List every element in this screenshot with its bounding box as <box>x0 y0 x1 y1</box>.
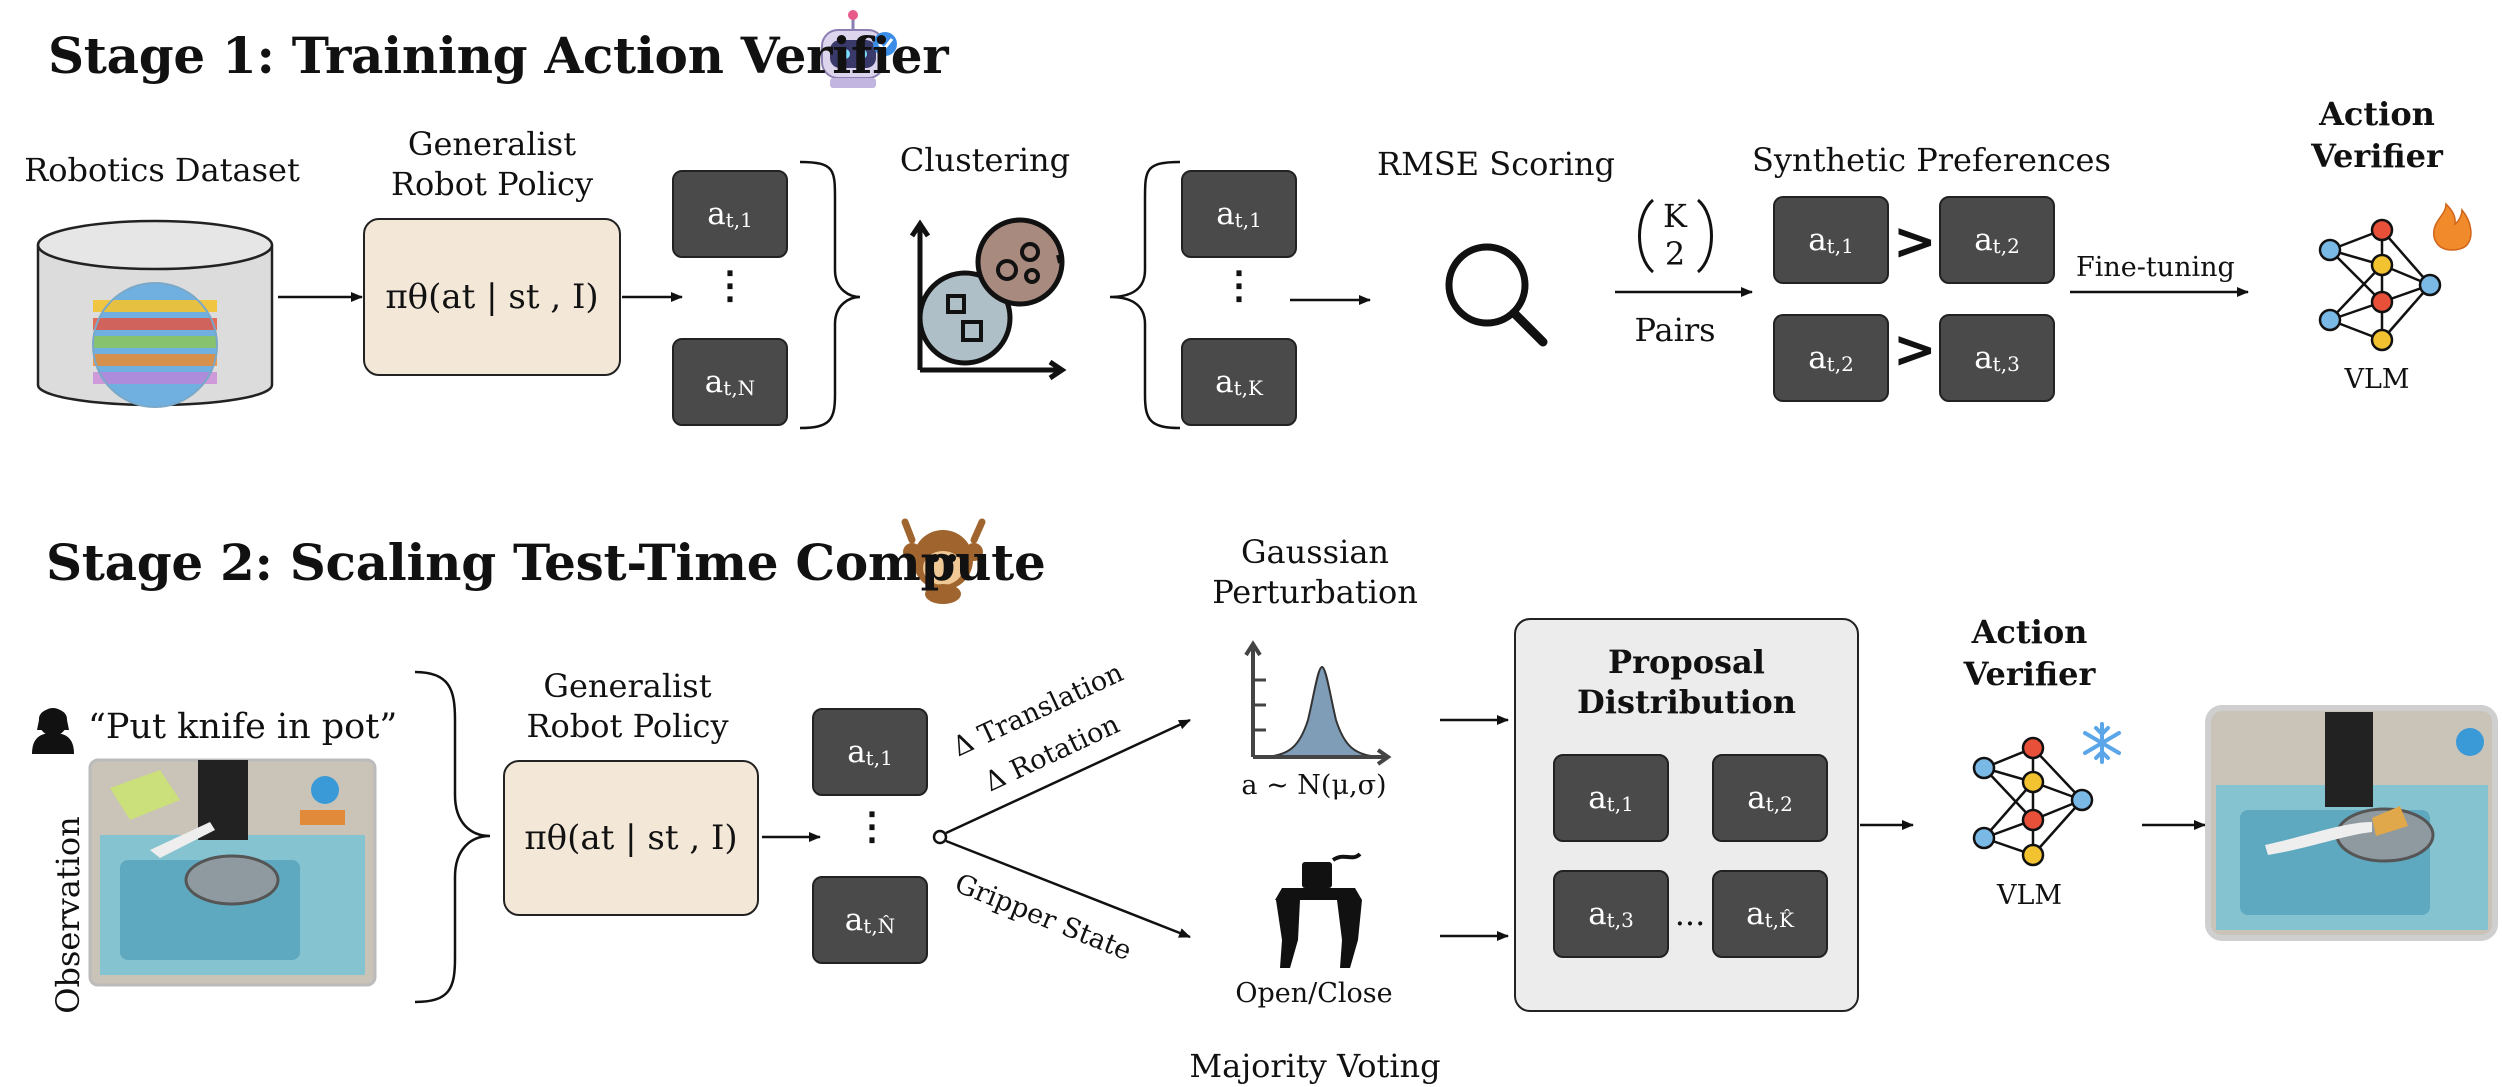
arrow-to-voting <box>945 839 1191 939</box>
rmse-label: RMSE Scoring <box>1376 145 1616 183</box>
policy2-formula: πθ(at | st , I) <box>524 818 738 858</box>
open-close-label: Open/Close <box>1235 978 1393 1009</box>
stage2-title: Stage 2: Scaling Test-Time Compute <box>46 533 1046 592</box>
majority-voting-label: Majority Voting <box>1189 1047 1441 1085</box>
synthetic-preferences-label: Synthetic Preferences <box>1752 141 2111 179</box>
vlm1-label: VLM <box>2344 364 2410 395</box>
proposal-ellipsis: ... <box>1674 895 1706 933</box>
policy-label-line1: Generalist <box>407 125 577 163</box>
finetuning-label: Fine-tuning <box>2076 252 2235 283</box>
ellipsis-samples: ⋮ <box>711 262 749 307</box>
pairs-label: Pairs <box>1634 311 1716 349</box>
binom-right-paren <box>1696 198 1713 274</box>
pref-1-operator: > <box>1893 212 1937 272</box>
ellipsis-clusters: ⋮ <box>1220 262 1258 307</box>
clustering-label: Clustering <box>899 141 1071 179</box>
gaussian-formula: a ~ N(μ,σ) <box>1241 770 1387 801</box>
policy2-label-line1: Generalist <box>543 667 712 705</box>
branch-point <box>932 829 948 845</box>
gaussian-label-line2: Perturbation <box>1212 573 1418 611</box>
verifier2-label-line1: Action <box>1971 613 2088 651</box>
brace-samples <box>799 160 861 430</box>
vlm-network-icon-2 <box>1972 736 2094 867</box>
policy-box: πθ(at | st , I) <box>363 218 621 376</box>
robot-mascot-icon <box>821 10 897 88</box>
monkey-mascot-icon <box>901 518 986 604</box>
verifier1-label-line1: Action <box>2319 95 2435 133</box>
pref-2-operator: > <box>1893 320 1937 380</box>
snowflake-icon <box>2083 722 2121 764</box>
person-icon <box>32 708 74 754</box>
observation-image <box>88 758 377 987</box>
binom-left-paren <box>1638 198 1655 274</box>
policy-formula: πθ(at | st , I) <box>385 277 599 317</box>
verifier1-label-line2: Verifier <box>2311 137 2443 175</box>
gaussian-plot-icon <box>1244 640 1392 766</box>
policy2-label-line2: Robot Policy <box>526 707 729 745</box>
robotics-dataset-label: Robotics Dataset <box>24 151 300 189</box>
brace-clusters <box>1109 160 1181 430</box>
proposal-label-line2: Distribution <box>1577 683 1796 721</box>
stage1-title: Stage 1: Training Action Verifier <box>48 26 949 85</box>
arrow-to-gaussian <box>945 718 1191 835</box>
binom-bottom: 2 <box>1664 235 1686 273</box>
vlm2-label: VLM <box>1996 880 2063 911</box>
ellipsis-samples-2: ⋮ <box>853 803 891 848</box>
instruction-text: “Put knife in pot” <box>88 707 398 747</box>
binom-top: K <box>1663 197 1687 235</box>
clustering-icon <box>909 217 1067 381</box>
gaussian-label-line1: Gaussian <box>1240 533 1389 571</box>
policy-label-line2: Robot Policy <box>390 165 594 203</box>
proposal-label-line1: Proposal <box>1608 643 1765 681</box>
observation-label: Observation <box>49 816 87 1014</box>
verifier2-label-line2: Verifier <box>1963 655 2096 693</box>
dataset-cylinder-icon <box>36 219 274 408</box>
gripper-icon <box>1275 852 1362 968</box>
policy2-box: πθ(at | st , I) <box>503 760 759 916</box>
result-image <box>2205 705 2498 941</box>
vlm-network-icon <box>2318 218 2442 352</box>
flame-icon <box>2432 202 2472 251</box>
magnifier-icon <box>1445 243 1548 347</box>
brace-observation <box>414 670 491 1004</box>
